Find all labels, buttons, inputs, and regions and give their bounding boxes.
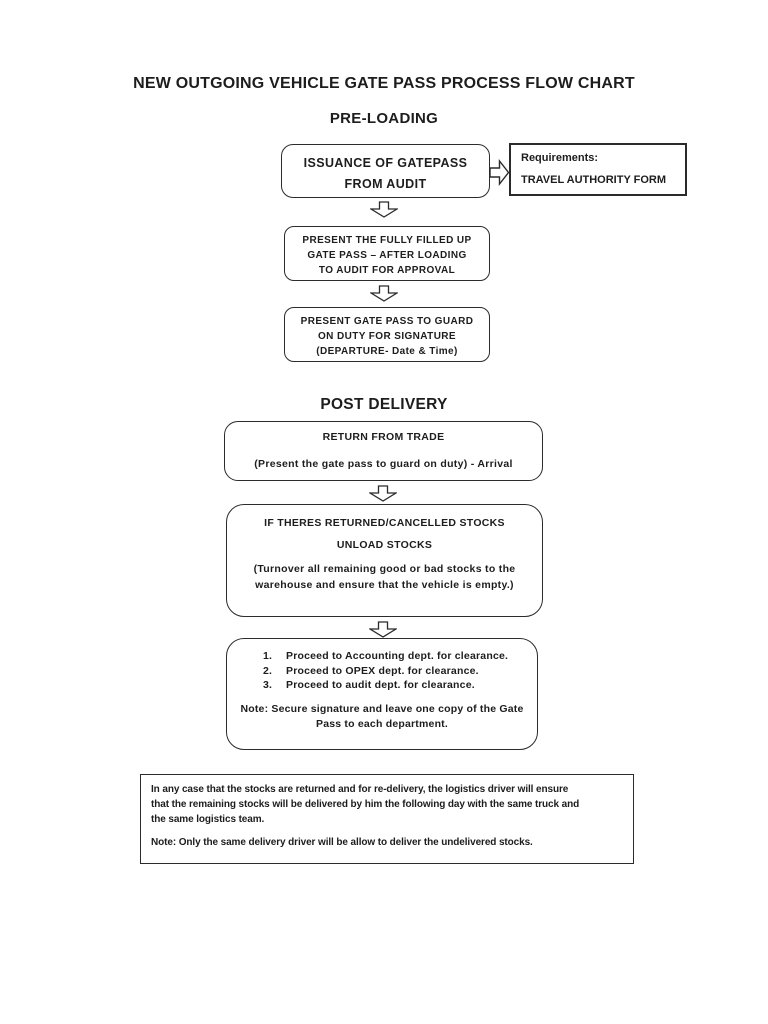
flow-box-guard-signature: PRESENT GATE PASS TO GUARD ON DUTY FOR S… [284,307,490,362]
list-item-text: Proceed to OPEX dept. for clearance. [286,664,479,677]
down-arrow-icon [370,285,398,302]
policy-line: In any case that the stocks are returned… [151,784,569,795]
section-heading-post-delivery: POST DELIVERY [320,396,448,413]
down-arrow-icon [369,621,397,638]
list-item: 3. Proceed to audit dept. for clearance. [227,678,537,693]
clearance-note: Note: Secure signature and leave one cop… [227,702,537,732]
down-arrow-icon [370,201,398,218]
flow-box-line: IF THERES RETURNED/CANCELLED STOCKS [264,517,505,529]
list-item-text: Proceed to Accounting dept. for clearanc… [286,650,509,662]
flow-box-line: (Turnover all remaining good or bad stoc… [253,563,516,575]
flow-box-unload-stocks: IF THERES RETURNED/CANCELLED STOCKS UNLO… [226,504,543,617]
flow-box-line: PRESENT THE FULLY FILLED UP [302,235,472,246]
flow-box-issuance: ISSUANCE OF GATEPASS FROM AUDIT [281,144,490,198]
flow-box-line: (Present the gate pass to guard on duty)… [254,458,513,470]
flow-box-return-from-trade: RETURN FROM TRADE (Present the gate pass… [224,421,543,481]
flow-box-line: RETURN FROM TRADE [322,431,445,443]
flow-box-present-gatepass: PRESENT THE FULLY FILLED UP GATE PASS – … [284,226,490,281]
section-heading-preloading: PRE-LOADING [329,110,439,127]
flow-box-line: GATE PASS – AFTER LOADING [307,250,467,261]
flow-box-line: (DEPARTURE- Date & Time) [316,346,458,357]
policy-line: that the remaining stocks will be delive… [151,799,580,810]
note-line: Pass to each department. [315,717,448,730]
page-title: NEW OUTGOING VEHICLE GATE PASS PROCESS F… [133,75,635,92]
list-item-number: 2. [263,664,273,677]
policy-line: the same logistics team. [151,814,265,825]
policy-paragraph: In any case that the stocks are returned… [151,782,633,827]
flow-box-line: ON DUTY FOR SIGNATURE [317,331,457,342]
requirements-value: TRAVEL AUTHORITY FORM [521,174,667,186]
redelivery-policy-box: In any case that the stocks are returned… [140,774,634,864]
flow-box-line: FROM AUDIT [344,177,427,191]
flow-box-line: PRESENT GATE PASS TO GUARD [300,316,474,327]
flow-box-line: TO AUDIT FOR APPROVAL [318,265,456,276]
flow-box-line: warehouse and ensure that the vehicle is… [255,579,514,591]
requirements-label: Requirements: [521,152,599,164]
flow-box-line: ISSUANCE OF GATEPASS [303,156,468,170]
list-item: 1. Proceed to Accounting dept. for cleara… [227,649,537,664]
policy-note: Note: Only the same delivery driver will… [151,837,533,848]
list-item-number: 1. [263,650,273,662]
list-item-text: Proceed to audit dept. for clearance. [286,679,475,691]
flow-box-line: UNLOAD STOCKS [336,539,433,551]
flow-box-clearance-steps: 1. Proceed to Accounting dept. for cleara… [226,638,538,750]
right-arrow-icon [489,159,510,186]
list-item: 2. Proceed to OPEX dept. for clearance. [227,664,537,679]
down-arrow-icon [369,485,397,502]
list-item-number: 3. [263,679,273,691]
requirements-box: Requirements: TRAVEL AUTHORITY FORM [509,143,687,196]
note-line: Note: Secure signature and leave one cop… [240,702,524,715]
flow-box-paragraph: (Turnover all remaining good or bad stoc… [227,561,542,593]
